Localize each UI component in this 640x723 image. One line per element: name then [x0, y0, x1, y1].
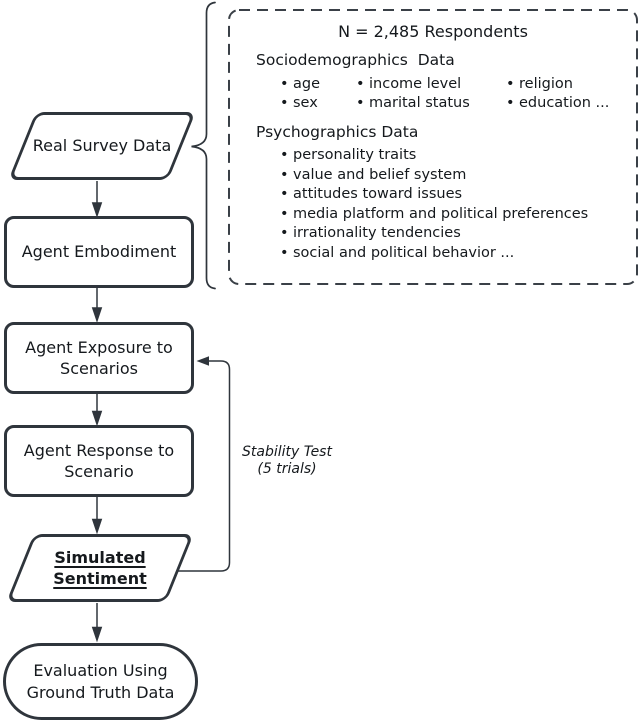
feedback-loop-line [178, 360, 231, 572]
node-label-line: Agent Response to [23, 440, 175, 460]
socio-column-3: religion education ... [506, 75, 609, 113]
bullet-item: attitudes toward issues [280, 185, 638, 205]
bullet-item: value and belief system [280, 166, 638, 186]
bullet-item: age [280, 75, 356, 94]
stability-test-line2: (5 trials) [257, 461, 317, 477]
node-label-line: Real Survey Data [32, 136, 172, 156]
bullet-item: social and political behavior ... [280, 244, 638, 264]
arrow-head-4 [91, 518, 103, 535]
node-label: Real Survey Data [6, 112, 198, 180]
bullet-item: religion [506, 75, 609, 94]
feedback-loop-arrow-head [196, 356, 209, 366]
sociodemographics-heading: Sociodemographics Data [256, 51, 455, 69]
node-label-line: Simulated [54, 547, 146, 567]
node-simulated-sentiment: Simulated Sentiment [6, 534, 194, 602]
node-label-line: Scenario [64, 462, 134, 481]
bullet-item: sex [280, 94, 356, 113]
node-label-line: Scenarios [60, 359, 138, 378]
node-label-line: Ground Truth Data [26, 682, 175, 702]
bullet-item: media platform and political preferences [280, 205, 638, 225]
node-label-line: Evaluation Using [33, 661, 168, 681]
feedback-loop [178, 356, 231, 572]
flow-arrows [91, 181, 103, 643]
node-label: Simulated Sentiment [4, 534, 196, 602]
node-real-survey-data: Real Survey Data [8, 112, 196, 180]
node-agent-exposure-to-scenarios: Agent Exposure to Scenarios [4, 322, 194, 394]
psychographics-heading: Psychographics Data [256, 123, 419, 141]
arrow-head-2 [91, 307, 103, 323]
arrow-head-5 [91, 626, 103, 643]
stability-test-line1: Stability Test [242, 444, 332, 460]
node-label-line: Sentiment [53, 569, 147, 588]
panel-title: N = 2,485 Respondents [338, 22, 528, 41]
arrow-head-1 [91, 202, 103, 218]
bullet-item: income level [356, 75, 506, 94]
node-agent-embodiment: Agent Embodiment [4, 216, 194, 288]
socio-column-1: age sex [280, 75, 356, 113]
bullet-item: marital status [356, 94, 506, 113]
node-label-line: Agent Exposure to [25, 337, 173, 357]
node-label-line: Agent Embodiment [21, 242, 177, 262]
node-evaluation-ground-truth: Evaluation Using Ground Truth Data [3, 643, 198, 720]
bullet-item: irrationality tendencies [280, 224, 638, 244]
node-agent-response-to-scenario: Agent Response to Scenario [4, 425, 194, 497]
survey-data-panel: N = 2,485 Respondents Sociodemographics … [228, 9, 638, 285]
bullet-item: personality traits [280, 146, 638, 166]
curly-brace [191, 1, 216, 290]
sociodemographics-bullets: age sex income level marital status reli… [280, 75, 638, 113]
psychographics-bullets: personality traits value and belief syst… [280, 146, 638, 263]
stability-test-label: Stability Test (5 trials) [230, 444, 344, 478]
bullet-item: education ... [506, 94, 609, 113]
arrow-head-3 [91, 410, 103, 427]
socio-column-2: income level marital status [356, 75, 506, 113]
